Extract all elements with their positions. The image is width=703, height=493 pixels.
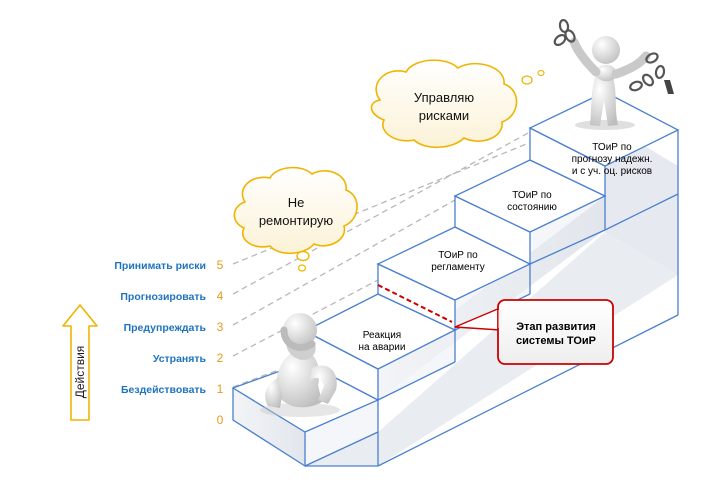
chain-breaking-figure-icon [553, 18, 674, 130]
axis-title: Действия [73, 346, 87, 399]
text-line: системы ТОиР [516, 335, 596, 347]
level-number: 1 [217, 382, 224, 396]
level-label: Предупреждать [124, 322, 207, 334]
level-label: Принимать риски [114, 260, 206, 272]
sitting-figure-icon [260, 313, 340, 417]
level-number: 3 [217, 320, 224, 334]
level-label: Устранять [153, 353, 207, 365]
text-line: Реакция [363, 330, 401, 341]
text-line: Управляю [414, 90, 474, 105]
thought-bubble-low: Не ремонтирую [233, 166, 358, 272]
stage-marker-line [377, 284, 453, 323]
text-line: и с уч. оц. рисков [572, 166, 652, 177]
text-line: ТОиР по [592, 142, 632, 153]
text-line: ТОиР по [512, 190, 552, 201]
up-arrow-icon: Действия [62, 304, 98, 421]
level-number: 2 [217, 351, 224, 365]
bubble-high-text: Управляю рисками [414, 90, 474, 123]
thought-bubble-high: Управляю рисками [370, 59, 545, 149]
level-number: 4 [217, 289, 224, 303]
text-line: рисками [419, 108, 469, 123]
callout-stage: Этап развития системы ТОиР [454, 299, 614, 365]
stair-edges [232, 130, 679, 468]
level-label: Прогнозировать [120, 291, 206, 303]
text-line: на аварии [359, 342, 406, 353]
level-label: Бездействовать [121, 384, 207, 396]
staircase [233, 122, 678, 466]
text-line: ТОиР по [438, 250, 478, 261]
bubble-low-text: Не ремонтирую [259, 195, 334, 228]
level-number: 5 [217, 258, 224, 272]
callout-text: Этап развития системы ТОиР [516, 321, 596, 347]
text-line: регламенту [431, 262, 485, 273]
text-line: Этап развития [516, 321, 596, 333]
text-line: ремонтирую [259, 213, 334, 228]
text-line: состоянию [507, 202, 557, 213]
level-number: 0 [217, 413, 224, 427]
text-line: прогнозу надежн. [572, 154, 653, 165]
text-line: Не [288, 195, 305, 210]
action-axis: 0 1 Бездействовать 2 Устранять 3 Предупреждать… [114, 258, 223, 427]
